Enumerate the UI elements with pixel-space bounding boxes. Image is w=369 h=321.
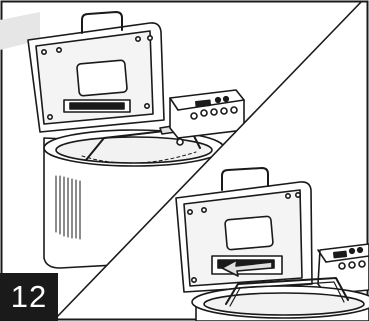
control-panel (170, 90, 244, 138)
control-panel-2 (318, 244, 369, 294)
step-number-badge: 12 (0, 273, 58, 321)
